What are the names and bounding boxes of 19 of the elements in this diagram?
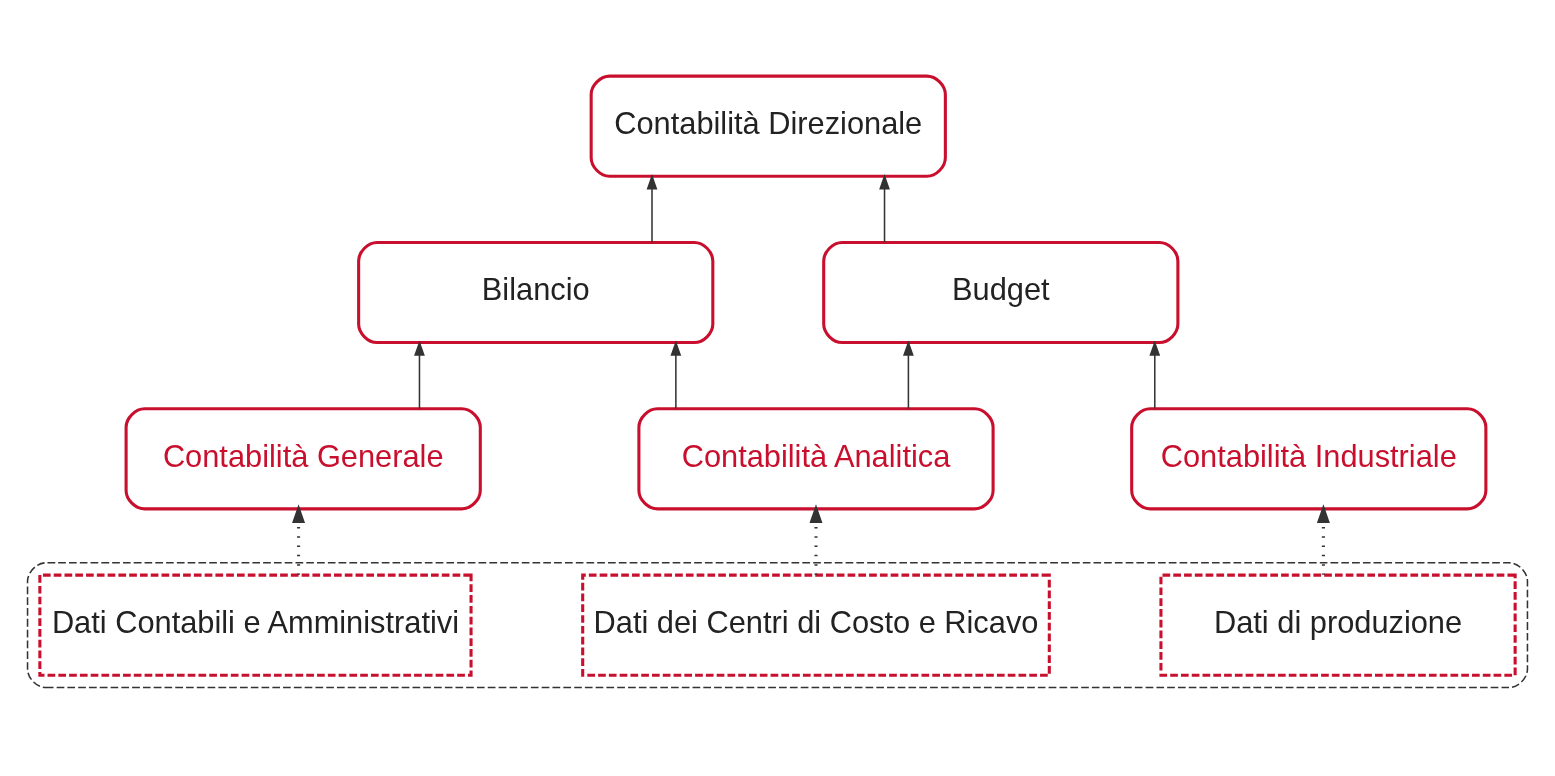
node-box: Dati dei Centri di Costo e Ricavo: [581, 573, 1051, 677]
arrow: [1149, 340, 1161, 410]
node-box: Contabilità Industriale: [1130, 407, 1488, 511]
arrow: [1316, 504, 1330, 575]
arrow: [670, 340, 682, 410]
cluster: [26, 562, 1529, 689]
arrow: [414, 340, 425, 410]
arrow: [292, 504, 306, 575]
node-box: Dati di produzione: [1159, 573, 1517, 677]
arrow: [903, 340, 914, 410]
node-box: Contabilità Analitica: [637, 407, 995, 511]
arrow: [879, 174, 890, 243]
node-box: Dati Contabili e Amministrativi: [38, 573, 473, 677]
arrow: [646, 174, 658, 243]
arrow: [809, 504, 823, 575]
node-box: Bilancio: [357, 240, 715, 345]
node-box: Contabilità Generale: [124, 407, 482, 511]
node-box: Contabilità Direzionale: [589, 74, 947, 178]
node-box: Budget: [822, 240, 1180, 345]
